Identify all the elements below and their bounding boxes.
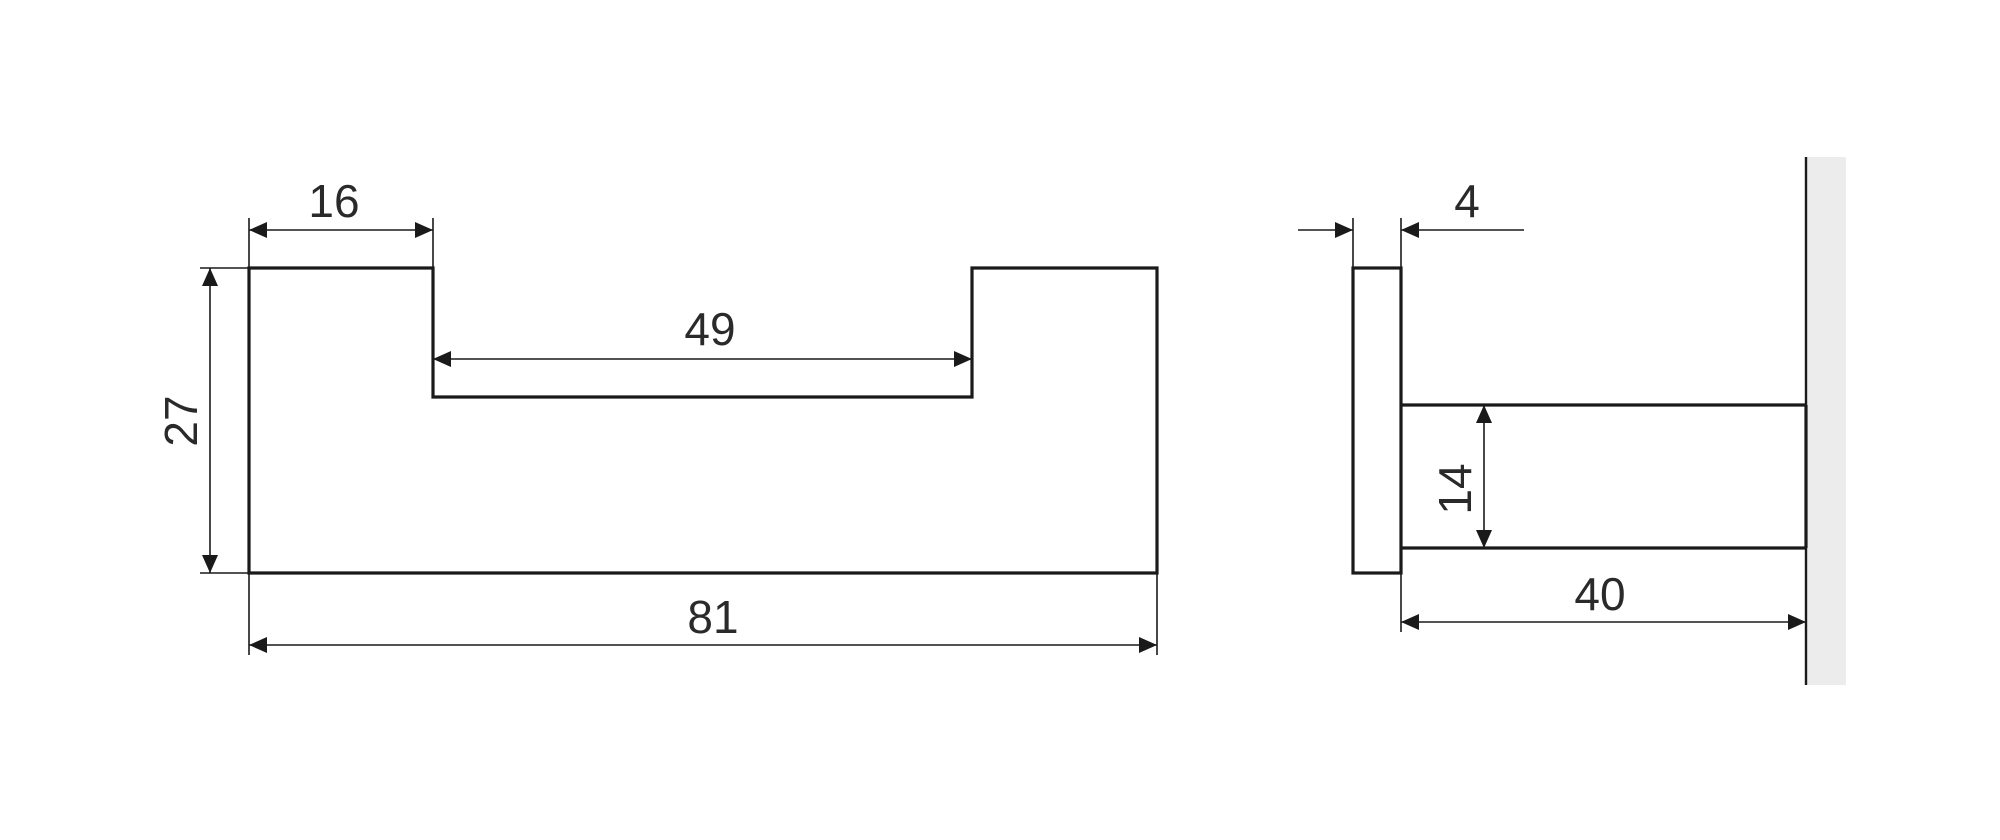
arrowhead <box>1139 637 1157 653</box>
arrowhead <box>433 351 451 367</box>
arrowhead <box>1401 614 1419 630</box>
dim-label-16: 16 <box>308 175 359 227</box>
mounting-plate <box>1351 266 1403 575</box>
wall-surface <box>1806 157 1846 685</box>
dimension-4: 4 <box>1298 175 1524 238</box>
dim-label-4: 4 <box>1454 175 1480 227</box>
dimension-14: 14 <box>1429 405 1492 548</box>
dimension-27: 27 <box>155 268 218 573</box>
front-view: 16 49 27 81 <box>155 175 1159 655</box>
arrowhead <box>249 222 267 238</box>
arrowhead <box>202 268 218 286</box>
dimension-16: 16 <box>249 175 433 238</box>
front-view-outline <box>247 266 1159 575</box>
dim-label-81: 81 <box>687 591 738 643</box>
arrowhead <box>954 351 972 367</box>
arrowhead <box>1788 614 1806 630</box>
dim-label-40: 40 <box>1574 568 1625 620</box>
dimension-81: 81 <box>249 591 1157 653</box>
dimension-40: 40 <box>1401 568 1806 630</box>
arrowhead <box>1476 405 1492 423</box>
arrowhead <box>1401 222 1419 238</box>
dimension-49: 49 <box>433 303 972 367</box>
arrowhead <box>202 555 218 573</box>
arrowhead <box>415 222 433 238</box>
arrowhead <box>1335 222 1353 238</box>
hook-arm <box>1401 403 1808 550</box>
dim-label-14: 14 <box>1429 463 1481 514</box>
arrowhead <box>1476 530 1492 548</box>
arrowhead <box>249 637 267 653</box>
dim-label-27: 27 <box>155 395 207 446</box>
dim-label-49: 49 <box>684 303 735 355</box>
side-view: 4 14 40 <box>1298 157 1846 685</box>
